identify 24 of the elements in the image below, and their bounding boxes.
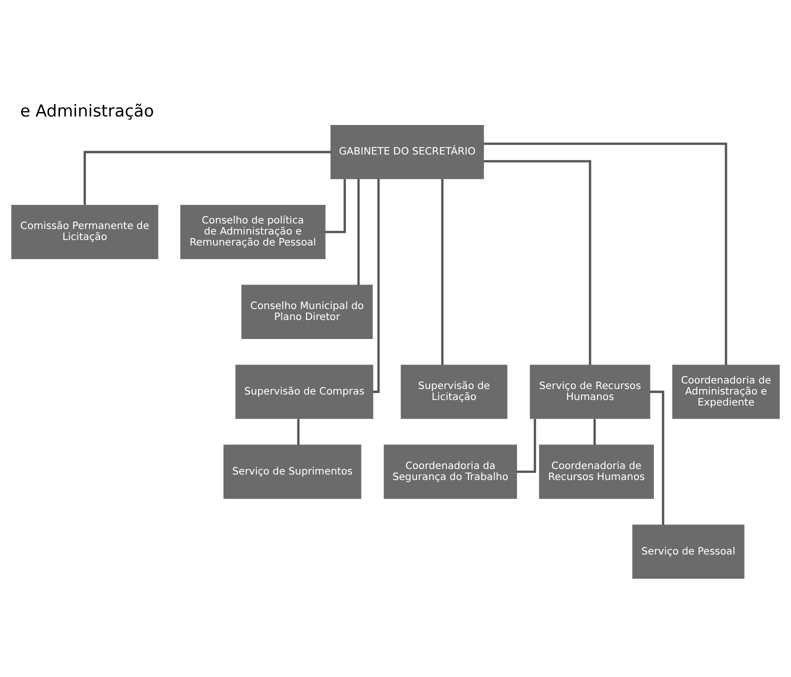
connector bbox=[484, 160, 592, 364]
node-box: Comissão Permanente de Licitação bbox=[11, 204, 158, 259]
connector bbox=[650, 390, 664, 524]
connector bbox=[84, 150, 331, 204]
connector bbox=[325, 178, 346, 233]
node-box: Coordenadoria de Recursos Humanos bbox=[539, 444, 654, 498]
connector bbox=[372, 178, 380, 392]
node-box: Serviço de Suprimentos bbox=[223, 444, 362, 498]
connector bbox=[357, 178, 360, 285]
node-box: Coordenadoria da Segurança do Trabalho bbox=[384, 444, 517, 498]
connector bbox=[441, 178, 444, 364]
node-box: Conselho Municipal do Plano Diretor bbox=[241, 284, 373, 338]
connector bbox=[516, 418, 536, 472]
node-box: GABINETE DO SECRETÁRIO bbox=[330, 124, 484, 179]
node-box: Serviço de Recursos Humanos bbox=[530, 364, 650, 418]
connector bbox=[593, 418, 596, 444]
node-box: Serviço de Pessoal bbox=[632, 524, 744, 578]
node-box: Coordenadoria de Administração e Expediente bbox=[672, 364, 780, 418]
node-box: Supervisão de Licitação bbox=[400, 364, 508, 418]
node-box: Supervisão de Compras bbox=[235, 364, 374, 418]
diagram-title: e Administração bbox=[20, 101, 154, 120]
connector bbox=[484, 142, 728, 365]
connector bbox=[297, 418, 300, 444]
node-box: Conselho de política de Administração e Remuneração de Pessoal bbox=[180, 204, 326, 259]
